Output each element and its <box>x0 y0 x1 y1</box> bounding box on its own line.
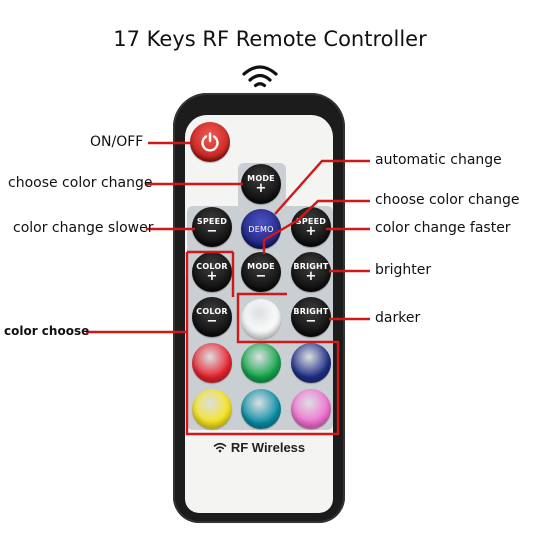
speed-minus-button[interactable]: SPEED − <box>192 207 232 247</box>
demo-button[interactable]: DEMO <box>241 209 281 249</box>
blue-color-button[interactable] <box>291 343 331 383</box>
speed-plus-symbol: + <box>305 224 317 239</box>
color-minus-symbol: − <box>206 314 218 329</box>
teal-color-button[interactable] <box>241 389 281 429</box>
label-choose-color-change-right: choose color change <box>375 192 520 208</box>
red-color-button[interactable] <box>192 343 232 383</box>
mode-plus-symbol: + <box>255 181 267 196</box>
speed-plus-button[interactable]: SPEED + <box>291 207 331 247</box>
label-color-choose: color choose <box>4 324 90 338</box>
power-button[interactable] <box>190 122 230 162</box>
power-icon <box>201 132 219 152</box>
bright-plus-button[interactable]: BRIGHT + <box>291 252 331 292</box>
brand-label: RF Wireless <box>185 440 333 455</box>
mode-minus-button[interactable]: MODE − <box>241 252 281 292</box>
demo-label: DEMO <box>248 224 274 234</box>
pink-color-button[interactable] <box>291 389 331 429</box>
wireless-signal-icon <box>242 65 278 88</box>
bright-minus-button[interactable]: BRIGHT − <box>291 297 331 337</box>
label-brighter: brighter <box>375 262 432 278</box>
speed-minus-label: SPEED <box>196 217 228 226</box>
mode-plus-button[interactable]: MODE + <box>241 164 281 204</box>
mode-plus-label: MODE <box>247 174 275 183</box>
color-plus-button[interactable]: COLOR + <box>192 252 232 292</box>
label-automatic-change: automatic change <box>375 152 502 168</box>
white-color-button[interactable] <box>241 299 281 339</box>
yellow-color-button[interactable] <box>192 389 232 429</box>
mode-minus-symbol: − <box>255 269 267 284</box>
speed-minus-symbol: − <box>206 224 218 239</box>
color-minus-button[interactable]: COLOR − <box>192 297 232 337</box>
color-plus-symbol: + <box>206 269 218 284</box>
label-darker: darker <box>375 310 421 326</box>
brand-text: RF Wireless <box>230 440 306 455</box>
label-color-change-slower: color change slower <box>13 220 154 236</box>
bright-plus-symbol: + <box>305 269 317 284</box>
green-color-button[interactable] <box>241 343 281 383</box>
label-color-change-faster: color change faster <box>375 220 511 236</box>
bright-minus-symbol: − <box>305 314 317 329</box>
diagram-title: 17 Keys RF Remote Controller <box>113 27 427 51</box>
label-on-off: ON/OFF <box>90 134 144 150</box>
wireless-small-icon <box>213 442 227 453</box>
label-choose-color-change-left: choose color change <box>8 175 153 191</box>
